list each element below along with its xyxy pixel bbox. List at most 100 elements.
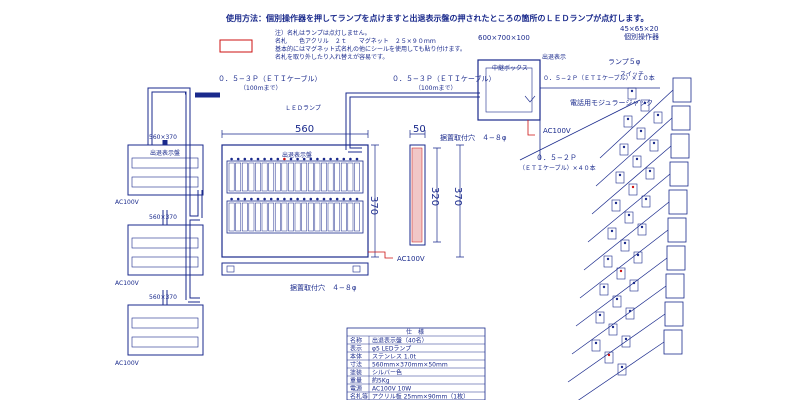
led-lamp <box>276 157 280 161</box>
spec-value: 560mm×370mm×50mm <box>372 362 448 369</box>
led-lamp <box>342 197 346 201</box>
operator-lamp <box>602 285 606 289</box>
side-depth: 50 <box>413 124 426 135</box>
led-lamp <box>349 197 352 201</box>
individual-operator <box>641 195 651 208</box>
led-lamp <box>355 157 359 161</box>
operator-unit <box>599 77 692 159</box>
name-slot <box>255 202 261 232</box>
note-line-2: 名札 色アクリル ２ｔ マグネット ２５×９０ｍｍ <box>275 37 436 45</box>
led-lamp <box>309 197 313 201</box>
cable-left-label: ０．５−３Ｐ（ＥＴＩケーブル） <box>218 74 321 83</box>
operator-unit <box>578 329 683 400</box>
operator-lamp <box>614 201 618 205</box>
name-slot <box>281 202 288 232</box>
led-lamp <box>263 197 266 201</box>
name-slot <box>235 162 242 192</box>
operator-lamp <box>635 157 639 161</box>
operator-lamp <box>623 241 627 245</box>
individual-operator <box>616 267 626 280</box>
led-lamp <box>243 157 247 161</box>
operator-lamp <box>632 281 636 285</box>
name-slot <box>288 162 294 192</box>
led-lamp <box>236 197 240 201</box>
led-lamp <box>236 157 240 161</box>
led-lamp <box>296 197 299 201</box>
led-lamp <box>316 157 319 161</box>
note-line-3: 基本的にはマグネット式名札の他にシールを使用しても貼り付けます。 <box>275 45 466 53</box>
name-slot <box>347 202 354 232</box>
main-panel-width: 560 <box>295 124 314 135</box>
led-lamp <box>276 197 280 201</box>
individual-operator <box>624 211 634 224</box>
led-lamp <box>322 197 326 201</box>
led-lamp <box>316 197 319 201</box>
name-slot <box>307 202 314 232</box>
operator-lamp <box>607 353 611 357</box>
operator-lamp <box>636 253 640 257</box>
side-height-1: 320 <box>429 187 440 206</box>
name-slot <box>241 202 248 232</box>
individual-operator <box>612 295 622 308</box>
led-lamp <box>335 197 339 201</box>
spec-key: 名称 <box>350 337 362 345</box>
svg-text:出退表示盤: 出退表示盤 <box>150 149 180 157</box>
name-slot <box>334 162 341 192</box>
name-slot <box>327 202 334 232</box>
name-slot <box>261 162 268 192</box>
individual-operator <box>629 279 639 292</box>
led-lamp <box>250 157 253 161</box>
operator-size: 45×65×20 <box>620 25 658 33</box>
operator-lamp <box>648 169 652 173</box>
name-slot <box>314 162 321 192</box>
operator-jack: 電話用モジュラージャック <box>570 98 653 107</box>
relay-box-ac: AC100V <box>543 127 571 135</box>
name-slot <box>301 162 308 192</box>
name-slot <box>294 202 301 232</box>
individual-operator <box>653 111 663 124</box>
operator-unit <box>583 189 688 271</box>
led-lamp <box>355 197 359 201</box>
name-slot <box>228 162 235 192</box>
usage-instructions: 使用方法：個別操作器を押してランプを点けますと出退表示盤の押されたところの箇所の… <box>225 13 648 23</box>
operator-lamp <box>652 141 656 145</box>
led-lamp <box>329 197 332 201</box>
name-slot <box>288 202 294 232</box>
name-slot <box>281 162 288 192</box>
base-mount-holes: 据置取付穴 ４−８φ <box>290 283 357 292</box>
led-lamp <box>289 157 293 161</box>
led-lamp <box>342 157 346 161</box>
name-slot <box>268 202 275 232</box>
right-cable-label: ０．５−２Ｐ <box>536 154 577 162</box>
left-panel-3-ac: AC100V <box>115 360 140 367</box>
left-panel-3-size: 560×370 <box>149 294 177 301</box>
right-cable-sub: （ＥＴＩケーブル）×４０本 <box>519 164 596 172</box>
operator-lamp: ランプ５φ <box>608 58 641 66</box>
name-slot <box>307 162 314 192</box>
individual-operator <box>628 183 638 196</box>
operator-unit <box>587 161 689 243</box>
side-height-2: 370 <box>452 187 463 206</box>
led-lamp <box>302 157 306 161</box>
spec-key: 電源 <box>350 385 362 393</box>
name-slot <box>327 162 334 192</box>
led-lamp <box>329 157 332 161</box>
spec-value: ステンレス 1.0t <box>372 354 416 361</box>
led-lamp <box>283 157 286 161</box>
led-lamp <box>263 157 266 161</box>
led-lamp <box>296 157 299 161</box>
operator-lamp <box>630 89 634 93</box>
operator-lamp <box>622 145 626 149</box>
individual-operator <box>599 283 609 296</box>
panel-base: 据置取付穴 ４−８φ <box>221 262 369 292</box>
name-slot <box>301 202 308 232</box>
name-slot <box>274 202 281 232</box>
relay-box-cable: ０．５−２Ｐ（ＥＴＩケーブル）×１０本 <box>543 74 655 82</box>
spec-key: 寸法 <box>350 361 362 369</box>
left-panel-1-ac: AC100V <box>115 199 140 206</box>
name-slot <box>340 162 347 192</box>
operator-lamp <box>639 129 643 133</box>
name-slot <box>321 162 327 192</box>
spec-value: φ5 LEDランプ <box>372 346 411 353</box>
